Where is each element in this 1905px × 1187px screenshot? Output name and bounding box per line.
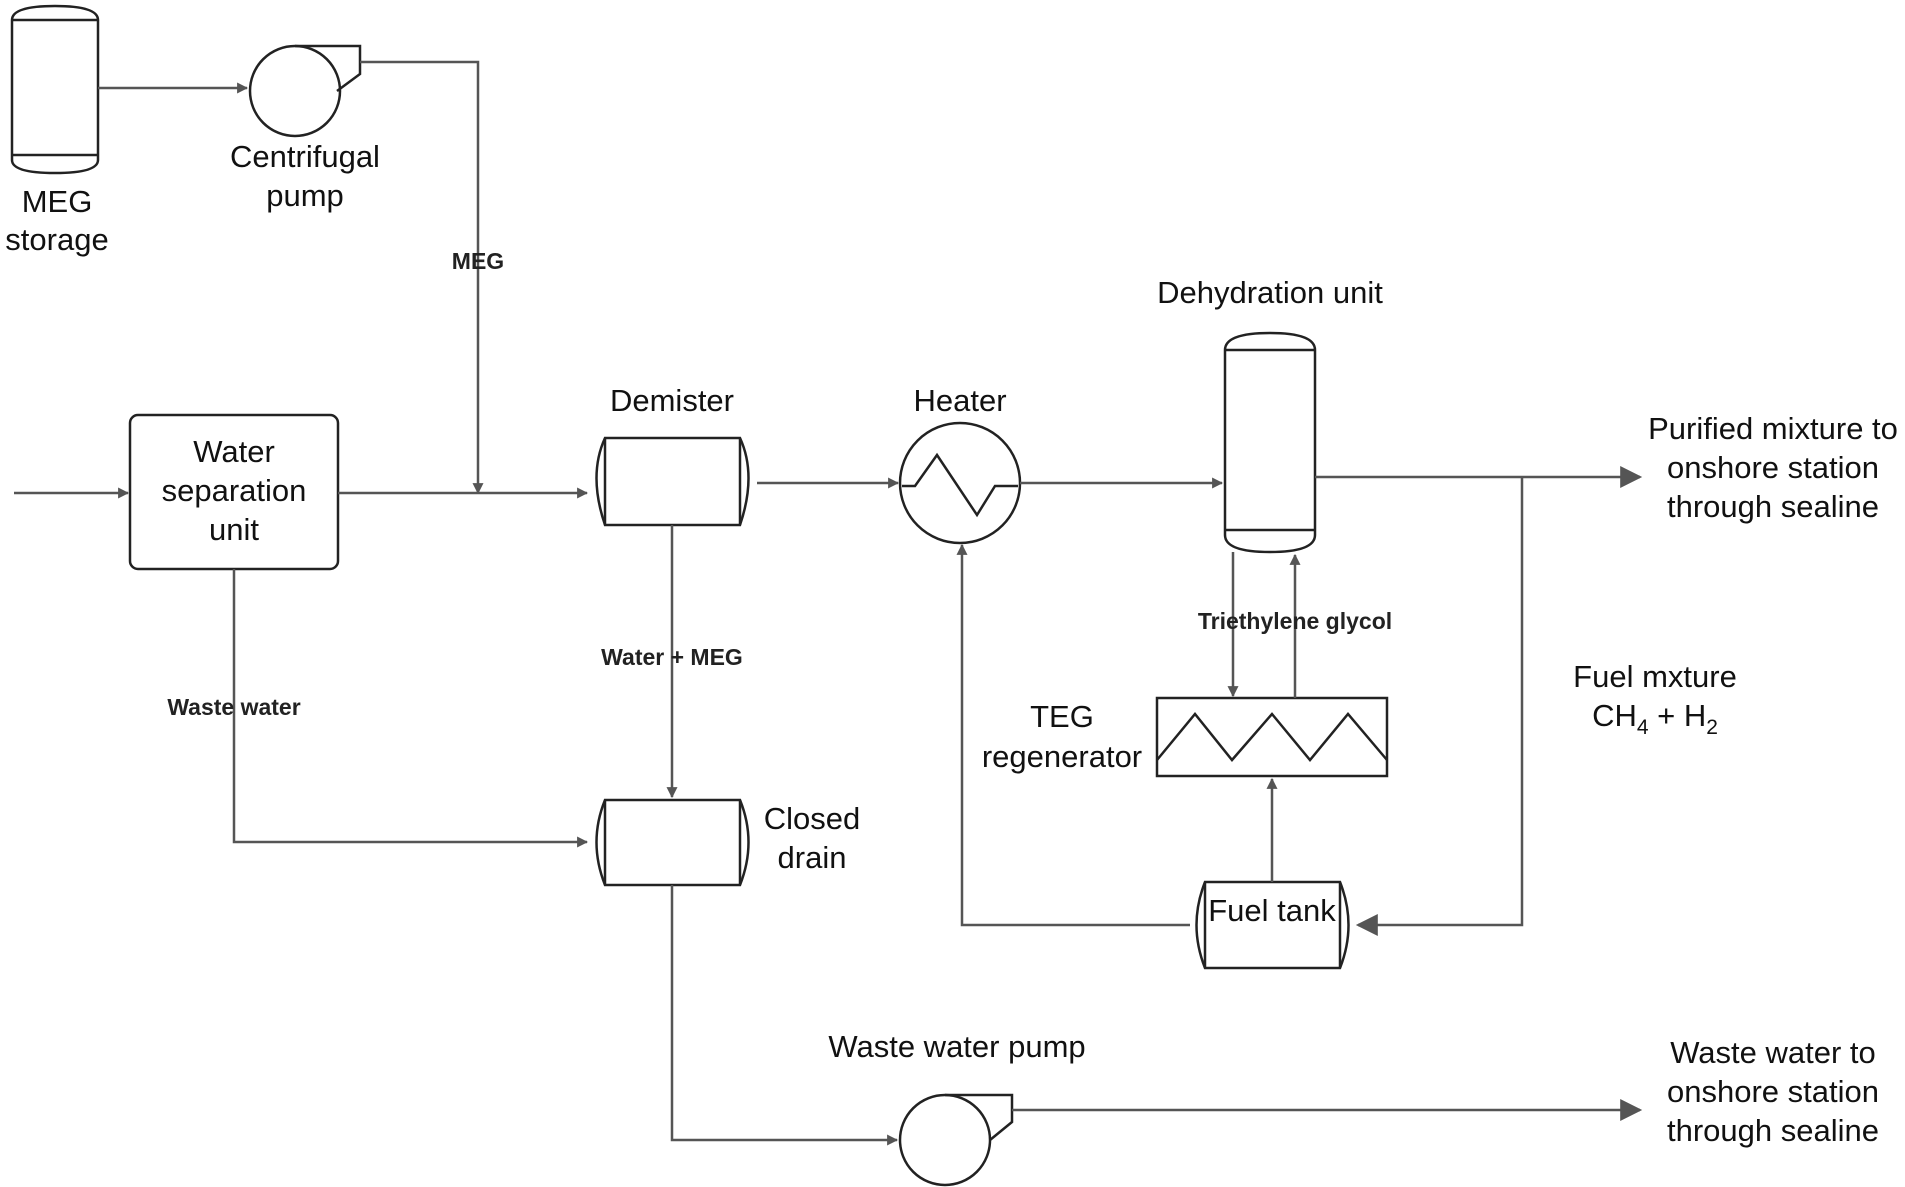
stream-fuel-mixture [1355,477,1524,936]
stream-drain-to-pump [670,885,899,1146]
closed-drain-vessel [595,798,750,887]
teg-regenerator-label-2: regenerator [982,739,1142,774]
teg-regenerator-label-1: TEG [1030,699,1094,734]
fuel-mixture-ch: CH [1592,698,1637,733]
water-separation-label-3: unit [209,512,259,547]
demister-label: Demister [610,383,734,418]
water-separation-label-1: Water [193,434,275,469]
purified-outlet-label-1: Purified mixture to [1648,411,1898,446]
closed-drain-label-2: drain [778,840,847,875]
purified-outlet-label-3: through sealine [1667,489,1879,524]
dehydration-unit-label: Dehydration unit [1157,275,1383,310]
water-separation-label-2: separation [162,473,307,508]
closed-drain-label-1: Closed [764,801,861,836]
stream-meg-injection [360,60,484,495]
waste-outlet-label-3: through sealine [1667,1113,1879,1148]
stream-label-waste-water: Waste water [167,694,300,720]
waste-water-pump [898,1093,1014,1187]
heater-exchanger [898,421,1022,545]
teg-regenerator [1155,696,1389,778]
demister-vessel [595,436,750,527]
stream-label-water-meg: Water + MEG [601,644,743,670]
stream-fuel-to-heater [956,543,1190,927]
fuel-tank [1195,880,1350,970]
dehydration-column [1223,331,1317,554]
waste-water-pump-label: Waste water pump [828,1029,1085,1064]
fuel-mixture-label-2: CH4 + H2 [1592,698,1718,739]
waste-outlet-label-2: onshore station [1667,1074,1879,1109]
centrifugal-pump-label-1: Centrifugal [230,139,380,174]
stream-label-meg: MEG [452,248,504,274]
meg-storage-tank [10,4,100,175]
heater-label: Heater [913,383,1006,418]
fuel-mixture-plus-h: + H [1649,698,1707,733]
meg-storage-label-2: storage [5,222,108,257]
meg-storage-label-1: MEG [22,184,93,219]
centrifugal-pump-label-2: pump [266,178,344,213]
fuel-mixture-label-1: Fuel mxture [1573,659,1737,694]
waste-outlet-label-1: Waste water to [1670,1035,1876,1070]
fuel-mixture-h-sub: 2 [1706,716,1718,739]
fuel-mixture-ch-sub: 4 [1637,716,1649,739]
stream-waste-water [232,569,589,848]
centrifugal-pump [248,44,362,138]
purified-outlet-label-2: onshore station [1667,450,1879,485]
stream-label-triethylene-glycol: Triethylene glycol [1198,608,1392,634]
fuel-tank-label: Fuel tank [1208,893,1336,928]
